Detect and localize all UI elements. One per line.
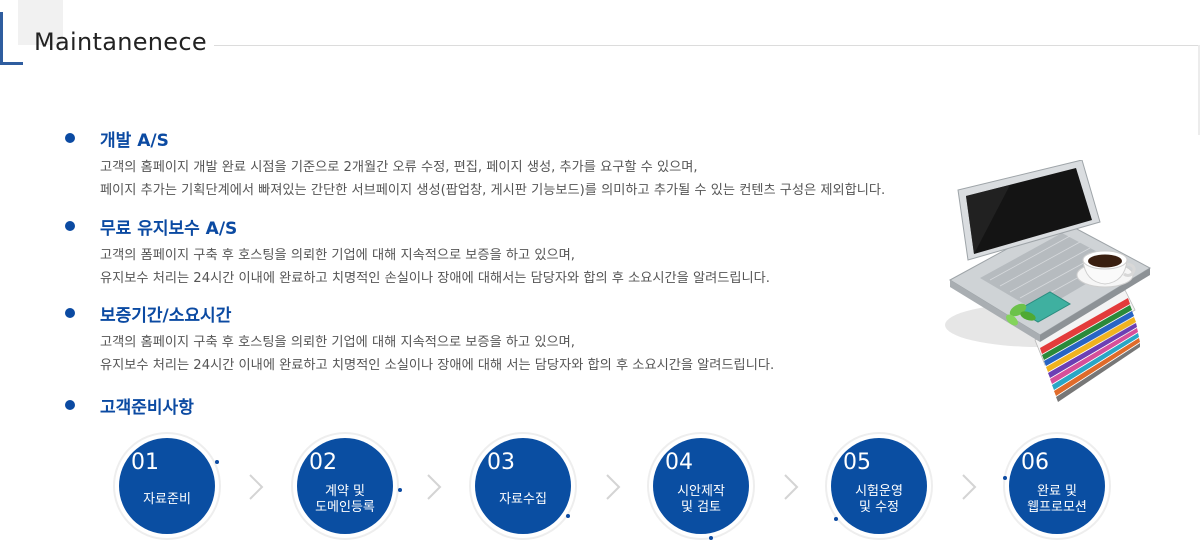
chevron-right-icon <box>246 472 268 502</box>
description-line: 고객의 폼페이지 구축 후 호스팅을 의뢰한 기업에 대해 지속적으로 보증을 … <box>100 248 575 263</box>
step-label: 시험운영 <box>855 484 903 499</box>
process-step-02: 02 계약 및 도메인등록 <box>291 432 402 540</box>
bullet-icon <box>65 221 75 231</box>
description-line: 고객의 홈페이지 개발 완료 시점을 기준으로 2개월간 오류 수정, 편집, … <box>100 160 698 175</box>
step-number: 04 <box>665 450 693 475</box>
section-title: 고객준비사항 <box>100 398 194 418</box>
step-label: 및 수정 <box>858 500 899 515</box>
section-title: 무료 유지보수 A/S <box>100 219 238 239</box>
step-label: 자료준비 <box>143 492 191 507</box>
chevron-right-icon <box>603 472 625 502</box>
step-circle: 06 완료 및 웹프로모션 <box>1009 438 1105 534</box>
laptop-with-coffee-illustration <box>945 160 1152 402</box>
bullet-icon <box>65 133 75 143</box>
step-circle: 04 시안제작 및 검토 <box>653 438 749 534</box>
plant-icon <box>1006 303 1036 326</box>
step-dot <box>215 460 219 464</box>
step-label: 시안제작 <box>677 484 725 499</box>
book-stack-icon <box>1034 289 1140 402</box>
step-number: 03 <box>487 450 515 475</box>
header-divider <box>214 45 1200 46</box>
step-number: 06 <box>1021 450 1049 475</box>
section-title: 보증기간/소요시간 <box>100 306 232 326</box>
step-number: 02 <box>309 450 337 475</box>
step-circle: 05 시험운영 및 수정 <box>831 438 927 534</box>
section-description: 고객의 폼페이지 구축 후 호스팅을 의뢰한 기업에 대해 지속적으로 보증을 … <box>100 244 770 290</box>
chevron-right-icon <box>959 472 981 502</box>
process-step-03: 03 자료수집 <box>469 432 577 540</box>
header-decor-square <box>18 0 63 45</box>
bullet-icon <box>65 400 75 410</box>
step-label: 및 검토 <box>680 500 721 515</box>
step-label: 계약 및 <box>324 484 365 499</box>
chevron-right-icon <box>781 472 803 502</box>
step-dot <box>1003 476 1007 480</box>
step-dot <box>566 514 570 518</box>
step-dot <box>709 536 713 540</box>
description-line: 유지보수 처리는 24시간 이내에 완료하고 치명적인 손실이나 장애에 대해서… <box>100 271 770 286</box>
section-description: 고객의 홈페이지 개발 완료 시점을 기준으로 2개월간 오류 수정, 편집, … <box>100 156 885 202</box>
description-line: 고객의 홈페이지 구축 후 호스팅을 의뢰한 기업에 대해 지속적으로 보증을 … <box>100 335 575 350</box>
step-circle: 01 자료준비 <box>119 438 215 534</box>
step-dot <box>834 517 838 521</box>
description-line: 페이지 추가는 기획단계에서 빠져있는 간단한 서브페이지 생성(팝업창, 게시… <box>100 183 886 198</box>
step-label: 웹프로모션 <box>1027 500 1087 515</box>
process-step-04: 04 시안제작 및 검토 <box>647 432 755 540</box>
chevron-right-icon <box>424 472 446 502</box>
page-title: Maintanenece <box>34 28 207 56</box>
step-label: 완료 및 <box>1036 484 1077 499</box>
step-number: 05 <box>843 450 871 475</box>
process-step-01: 01 자료준비 <box>113 432 221 540</box>
step-circle: 02 계약 및 도메인등록 <box>297 438 393 534</box>
header-decor-bracket <box>0 12 23 65</box>
step-dot <box>398 488 402 492</box>
section-title: 개발 A/S <box>100 131 169 151</box>
process-step-05: 05 시험운영 및 수정 <box>825 432 933 540</box>
bullet-icon <box>65 308 75 318</box>
step-label: 자료수집 <box>499 492 547 507</box>
section-description: 고객의 홈페이지 구축 후 호스팅을 의뢰한 기업에 대해 지속적으로 보증을 … <box>100 331 774 377</box>
step-label: 도메인등록 <box>315 500 375 515</box>
description-line: 유지보수 처리는 24시간 이내에 완료하고 치명적인 소실이나 장애에 대해 … <box>100 358 775 373</box>
step-circle: 03 자료수집 <box>475 438 571 534</box>
header-divider-end <box>1198 45 1200 135</box>
step-number: 01 <box>131 450 159 475</box>
coffee-cup-icon <box>1076 250 1136 288</box>
process-step-06: 06 완료 및 웹프로모션 <box>1003 432 1111 540</box>
